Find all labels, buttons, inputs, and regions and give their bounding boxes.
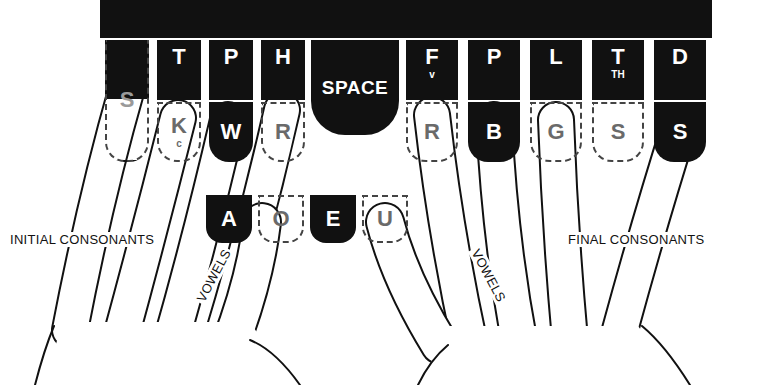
right-hand — [385, 115, 690, 385]
steno-key: D — [654, 40, 706, 100]
key-letter: F — [425, 46, 438, 68]
group-label: FINAL CONSONANTS — [566, 232, 707, 247]
palm-edge — [250, 340, 300, 385]
steno-key: B — [468, 102, 520, 162]
steno-key: R — [406, 102, 458, 162]
key-letter: R — [424, 121, 440, 143]
steno-key: P — [468, 40, 520, 100]
key-letter: T — [172, 46, 185, 68]
key-letter: O — [272, 208, 289, 230]
steno-key: E — [310, 195, 356, 243]
palm-edge — [35, 326, 54, 385]
key-letter: S — [120, 89, 135, 111]
key-sublabel: TH — [611, 70, 624, 80]
key-letter: T — [611, 46, 624, 68]
key-letter: S — [673, 121, 688, 143]
steno-key: W — [209, 102, 253, 162]
key-letter: H — [275, 46, 291, 68]
key-letter: SPACE — [322, 78, 389, 97]
steno-key: S — [654, 102, 706, 162]
steno-key: Fv — [406, 40, 458, 100]
group-label: INITIAL CONSONANTS — [8, 232, 156, 247]
key-letter: K — [171, 115, 187, 137]
steno-key: SPACE — [311, 40, 399, 135]
key-letter: S — [611, 121, 626, 143]
palm-edge — [418, 345, 448, 385]
thumb-fill — [385, 222, 440, 345]
steno-key: G — [530, 102, 582, 162]
key-letter: W — [221, 121, 242, 143]
key-sublabel: v — [429, 70, 435, 80]
key-sublabel: c — [176, 139, 182, 149]
palm — [45, 322, 292, 385]
steno-key: R — [261, 102, 305, 162]
keyboard-bar — [100, 0, 712, 38]
steno-key: S — [592, 102, 644, 162]
palm — [420, 326, 682, 385]
steno-key: U — [362, 195, 408, 243]
key-letter: G — [547, 121, 564, 143]
key-letter: U — [377, 208, 393, 230]
key-letter: B — [486, 121, 502, 143]
steno-key: O — [258, 195, 304, 243]
steno-key: P — [209, 40, 253, 100]
key-letter: L — [549, 46, 562, 68]
steno-key: Kc — [157, 102, 201, 162]
steno-key: S — [105, 40, 149, 162]
steno-key: A — [206, 195, 252, 243]
key-letter: P — [224, 46, 239, 68]
finger-fill — [556, 120, 570, 340]
key-letter: D — [672, 46, 688, 68]
steno-key: T — [157, 40, 201, 100]
key-letter: E — [326, 208, 341, 230]
steno-key: T TH — [592, 40, 644, 100]
key-letter: R — [275, 121, 291, 143]
steno-key: L — [530, 40, 582, 100]
key-letter: A — [221, 208, 237, 230]
palm-edge — [642, 326, 690, 385]
steno-key: H — [261, 40, 305, 100]
thumb-outline — [385, 222, 440, 345]
key-letter: P — [487, 46, 502, 68]
finger-outline — [556, 120, 570, 340]
